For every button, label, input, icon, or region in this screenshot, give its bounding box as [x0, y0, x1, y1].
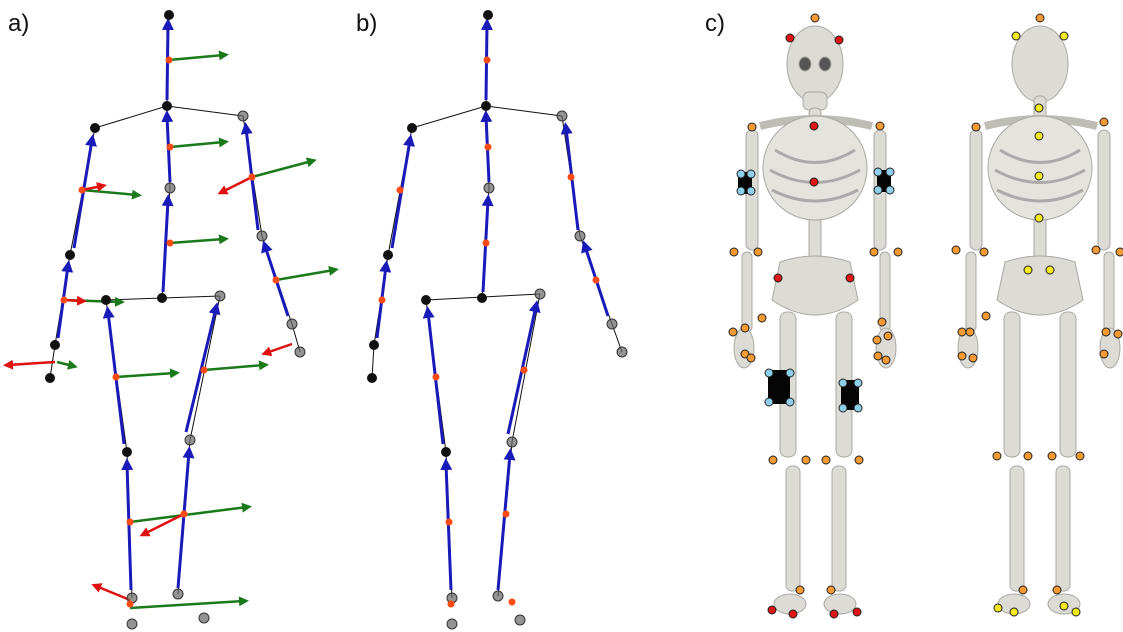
- panel-a-segment-arrows: [58, 24, 288, 590]
- panel-a-bones: [50, 15, 300, 598]
- panel-b-segment-arrows: [377, 24, 608, 590]
- panel-b-bones: [372, 15, 622, 598]
- panel-b-joints: [367, 10, 493, 457]
- panel-a-stick-figure: [8, 10, 334, 629]
- panel-a-joints: [45, 10, 174, 457]
- panel-a-y-axes: [8, 177, 292, 600]
- panel-b-stick-figure: [367, 10, 627, 629]
- panel-c-skeleton-back: [958, 26, 1120, 614]
- panel-a-x-axes: [57, 55, 334, 608]
- panel-b-faded-joints: [447, 111, 627, 629]
